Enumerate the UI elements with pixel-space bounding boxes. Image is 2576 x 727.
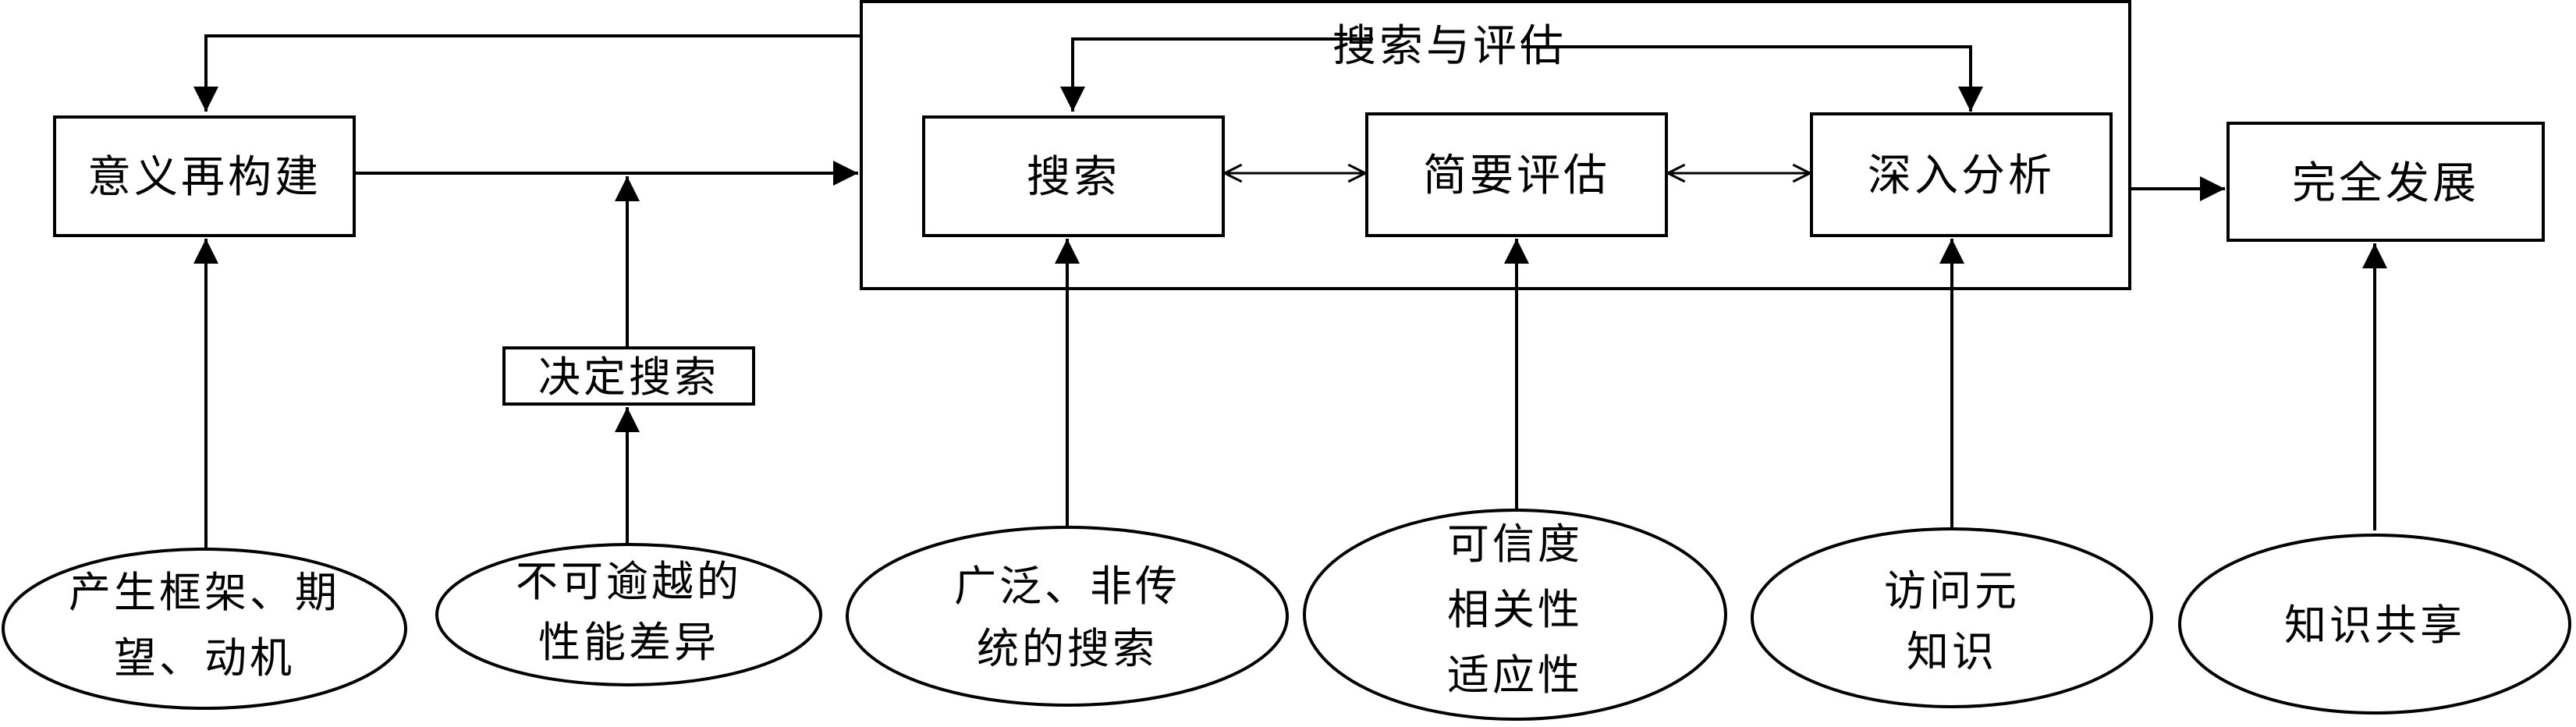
search-evaluation-title: 搜索与评估 [1332,21,1567,72]
meta-knowledge-line-2: 知识 [1907,627,1997,676]
broad-search-line-2: 统的搜索 [977,624,1158,673]
search-box [922,115,1225,237]
brief-evaluation-label: 简要评估 [1423,151,1610,201]
loop-link-segment [1318,37,1581,48]
meaning-reconstruction-box [53,115,356,237]
frames-line-2: 望、动机 [114,633,295,683]
meta-knowledge-line-1: 访问元 [1884,566,2020,615]
decide-search-label: 决定搜索 [538,353,719,402]
broad-search-line-1: 广泛、非传 [954,562,1180,611]
frames-ellipse [2,548,407,710]
meaning-reconstruction-label: 意义再构建 [87,152,321,203]
performance-gap-ellipse [435,543,822,686]
performance-gap-line-1: 不可逾越的 [516,557,742,606]
performance-gap-line-2: 性能差异 [538,618,719,667]
full-development-box [2227,122,2545,242]
feedback-arrow [193,34,861,112]
knowledge-sharing-line-1: 知识共享 [2284,601,2465,650]
search-evaluation-container [860,0,2131,290]
criteria-ellipse [1303,509,1727,721]
full-development-label: 完全发展 [2292,158,2479,209]
meta-knowledge-ellipse [1751,527,2153,708]
search-label: 搜索 [1027,152,1120,203]
criteria-line-1: 可信度 [1447,520,1583,569]
decide-search-box [502,346,755,406]
deep-analysis-label: 深入分析 [1868,151,2055,201]
frames-line-1: 产生框架、期 [69,568,340,617]
criteria-line-3: 适应性 [1447,651,1583,700]
knowledge-sharing-ellipse [2178,534,2571,715]
broad-search-ellipse [846,526,1289,707]
loop-start-arrow [1060,37,1322,112]
criteria-line-2: 相关性 [1447,585,1583,634]
